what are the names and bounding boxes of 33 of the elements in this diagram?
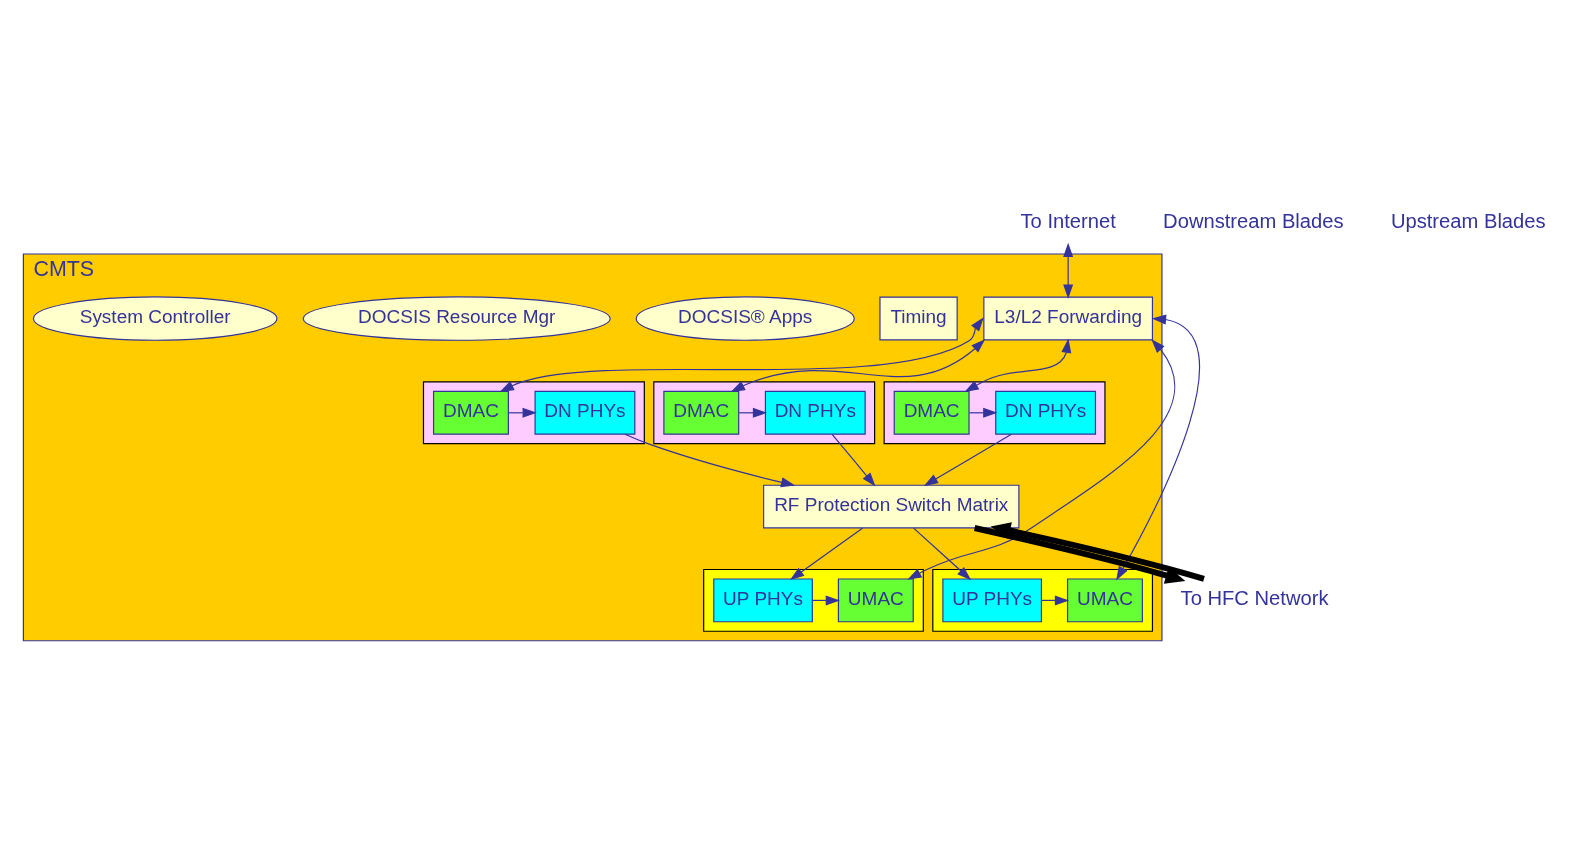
node-box: UP PHYs <box>713 578 813 623</box>
node-box: UMAC <box>837 578 914 623</box>
arrow <box>907 339 1176 580</box>
arrow <box>913 527 972 581</box>
label: Downstream Blades <box>1163 209 1344 232</box>
node-text: To Internet <box>1020 209 1116 232</box>
node-box: DN PHYs <box>995 390 1097 435</box>
label: Upstream Blades <box>1390 209 1546 232</box>
node-ellipse: DOCSIS® Apps <box>635 296 855 341</box>
arrow <box>831 433 876 487</box>
arrow <box>1116 314 1200 581</box>
arrow <box>789 527 864 580</box>
arrow <box>730 339 986 393</box>
arrow <box>923 433 1012 487</box>
node-box: RF Protection Switch Matrix <box>763 484 1020 529</box>
node-box: DMAC <box>893 390 970 435</box>
node-box: DN PHYs <box>764 390 866 435</box>
arrow <box>624 433 796 488</box>
node-box: UMAC <box>1066 578 1143 623</box>
node-text: To HFC Network <box>1180 587 1329 610</box>
node-box: L3/L2 Forwarding <box>983 296 1154 341</box>
node-box: DMAC <box>663 390 740 435</box>
arrow <box>990 522 1205 582</box>
arrow <box>974 525 1186 584</box>
arrow <box>499 317 984 392</box>
node-ellipse: DOCSIS Resource Mgr <box>302 296 611 341</box>
node-box: UP PHYs <box>942 578 1043 623</box>
node-box: DN PHYs <box>534 390 636 435</box>
node-box: DMAC <box>433 390 509 435</box>
arrow <box>1063 242 1074 299</box>
arrow <box>964 338 1072 393</box>
node-ellipse: System Controller <box>32 296 278 341</box>
node-box: Timing <box>879 296 958 341</box>
